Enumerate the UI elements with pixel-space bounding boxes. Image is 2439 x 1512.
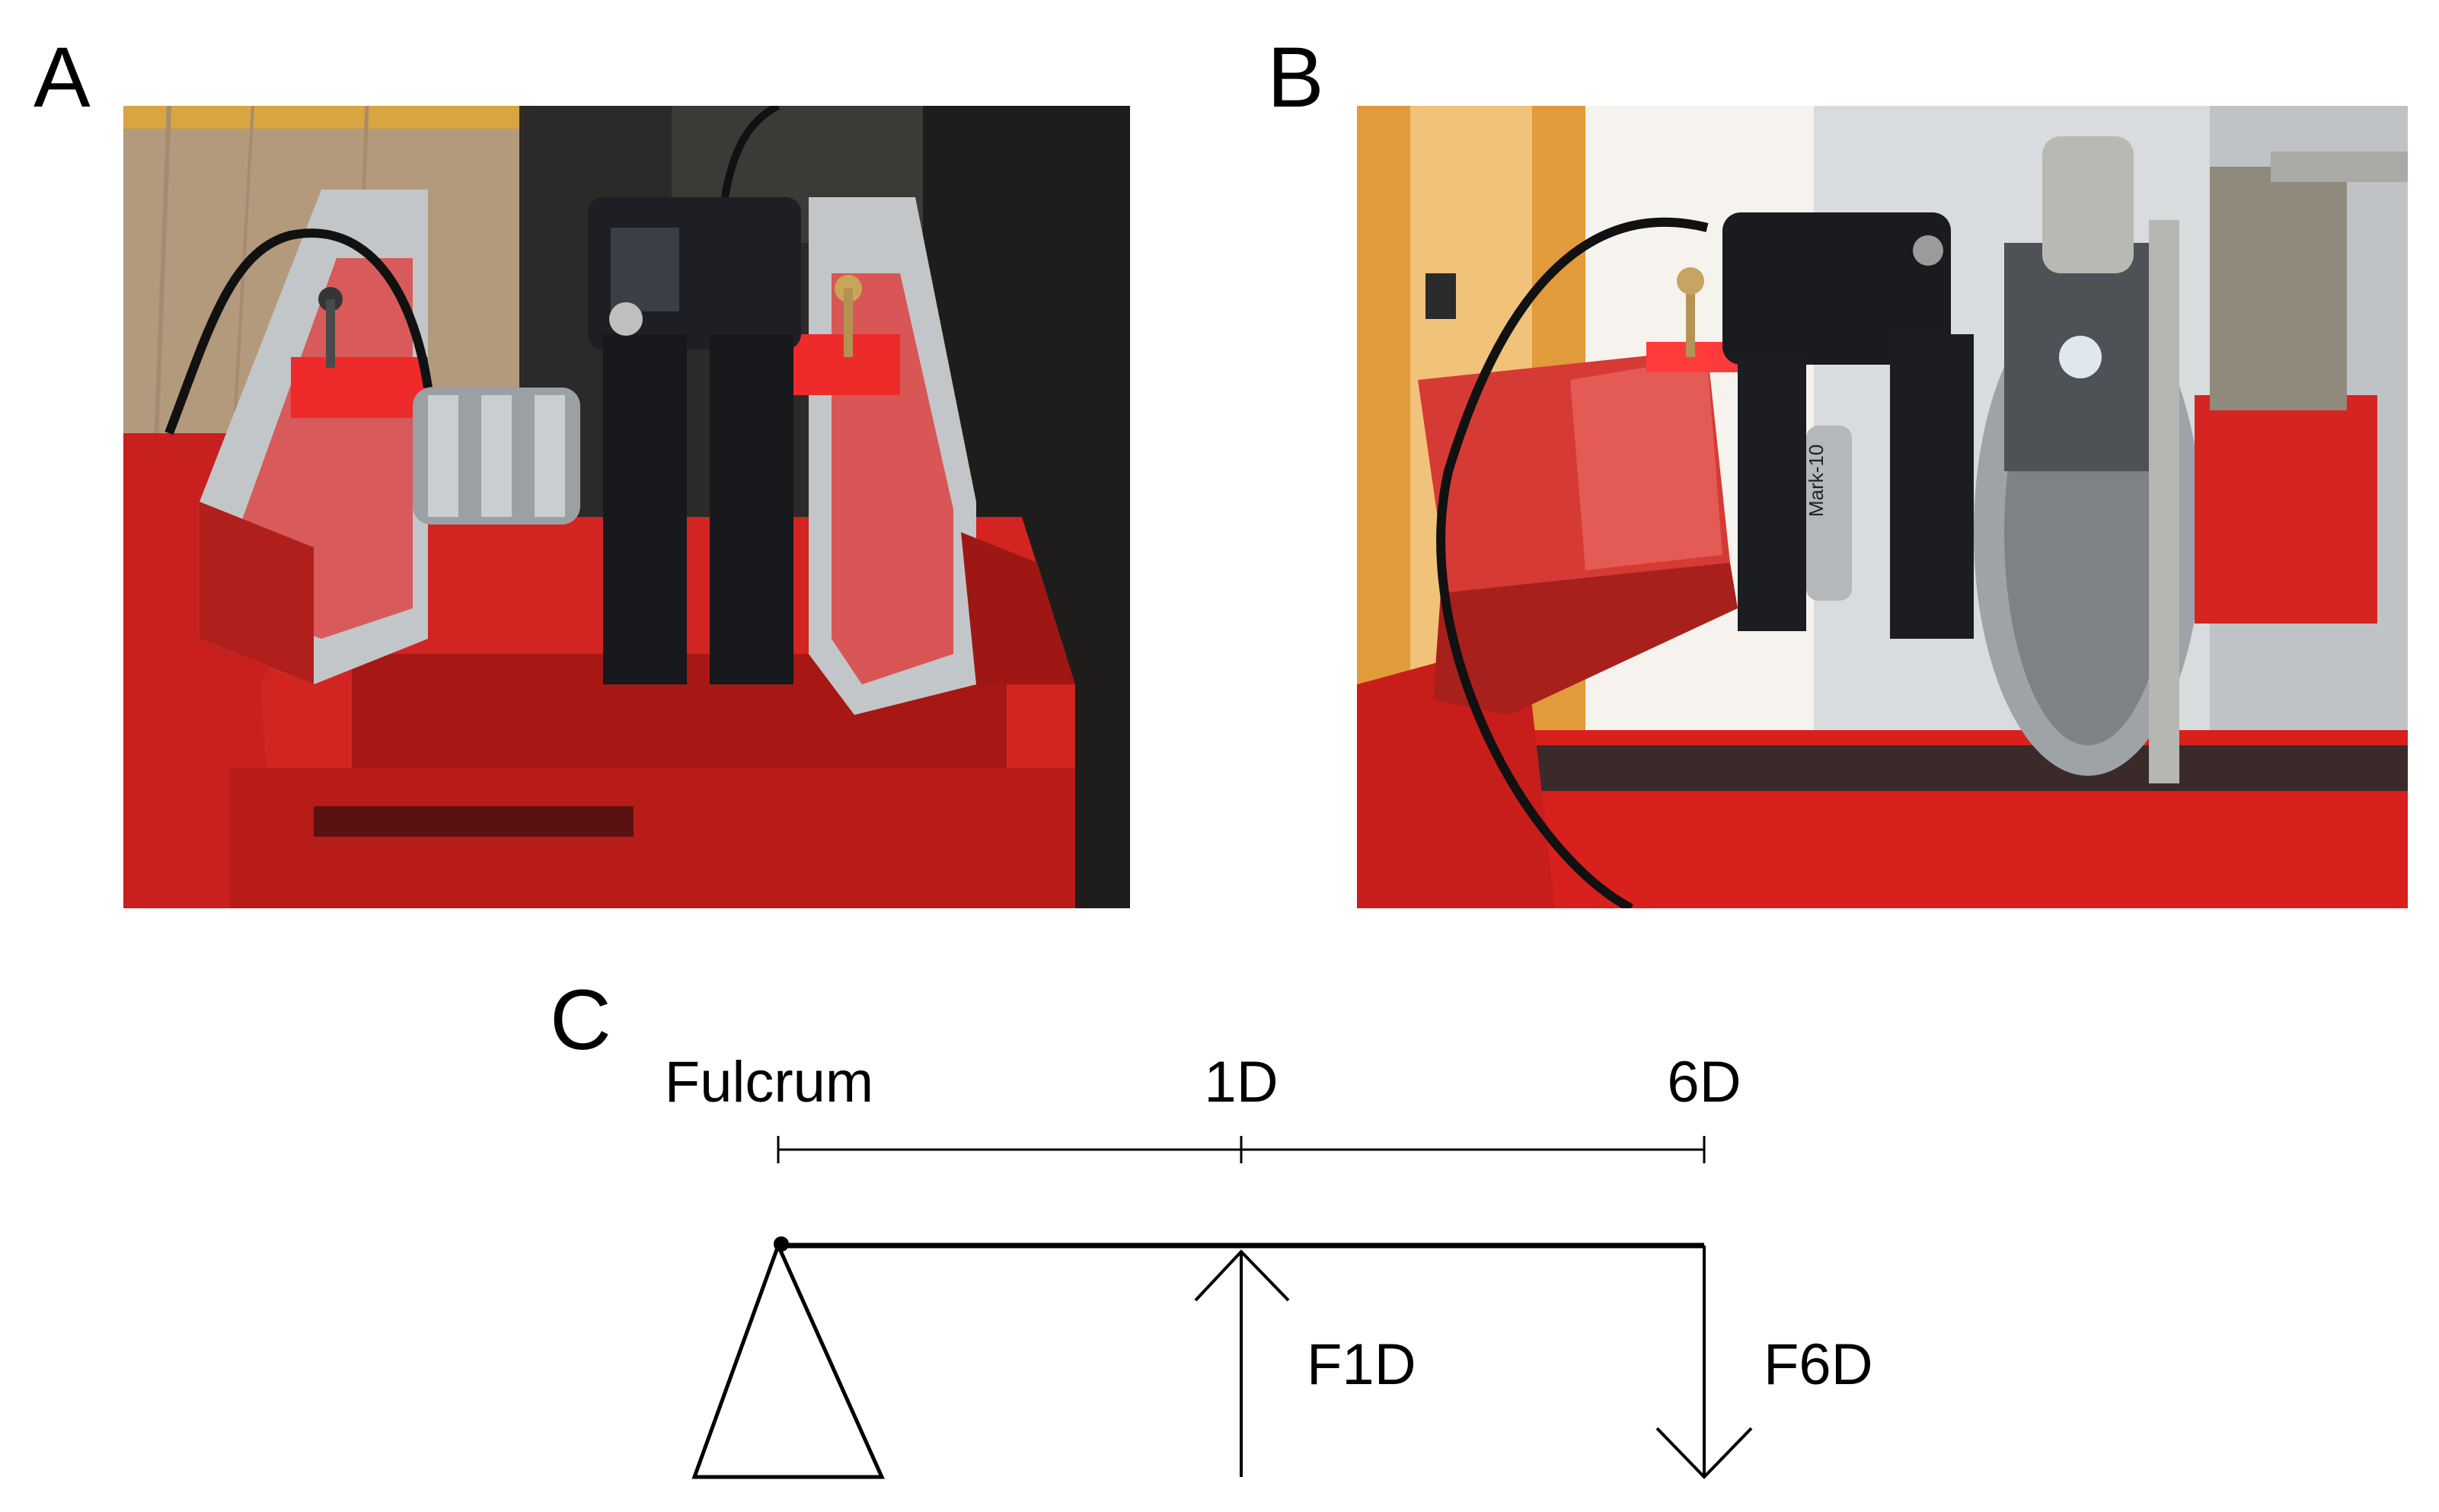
photo-vise-top-view — [123, 106, 1130, 908]
fulcrum-pivot — [774, 1236, 789, 1252]
force-6d-label: F6D — [1764, 1332, 1873, 1397]
panel-label-c: C — [550, 972, 611, 1067]
dimension-line — [777, 1136, 1706, 1163]
panel-label-a: A — [34, 30, 91, 125]
fulcrum-triangle — [691, 1240, 885, 1479]
photo-b-illustration: Mark-10 — [1357, 106, 2408, 908]
position-6d-label: 6D — [1667, 1050, 1741, 1115]
position-1d-label: 1D — [1204, 1050, 1278, 1115]
force-1d-label: F1D — [1307, 1332, 1416, 1397]
photo-vise-side-view: Mark-10 — [1357, 106, 2408, 908]
photo-a-illustration — [123, 106, 1130, 908]
force-1d-arrow — [1194, 1249, 1290, 1477]
force-6d-arrow — [1655, 1246, 1753, 1479]
panel-label-b: B — [1267, 30, 1324, 125]
gauge-brand-text: Mark-10 — [1805, 445, 1828, 517]
fulcrum-label: Fulcrum — [665, 1050, 873, 1115]
